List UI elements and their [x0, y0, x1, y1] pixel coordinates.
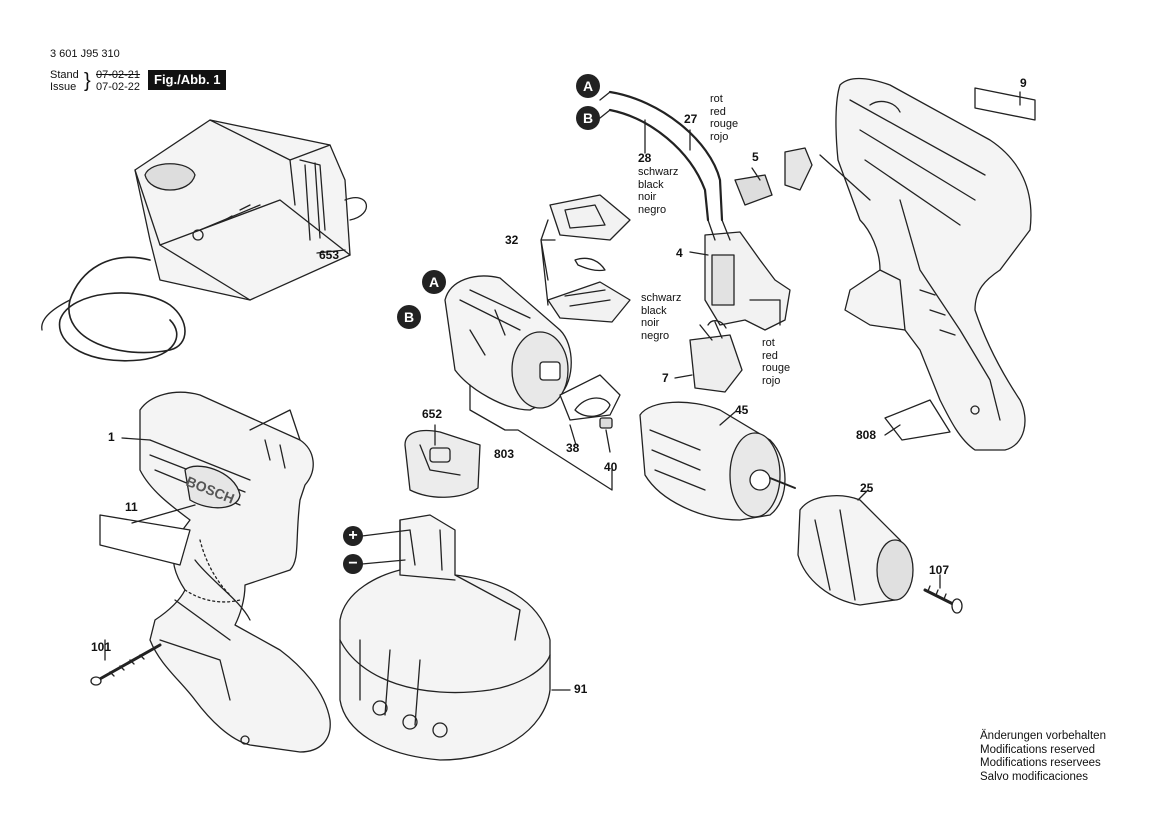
wire-label-red-top: rot red rouge rojo [710, 93, 738, 143]
stand-date: 07-02-21 [96, 69, 141, 81]
part-number-808: 808 [856, 428, 877, 442]
gearbox-drawing [639, 401, 796, 521]
connector-b-badge-top: B [576, 106, 600, 130]
modifications-note: Änderungen vorbehalten Modifications res… [980, 730, 1106, 784]
wire-label-line: schwarz [638, 166, 679, 178]
part-number-45: 45 [735, 403, 749, 417]
wire-label-line: noir [641, 317, 660, 329]
note-line: Salvo modificaciones [980, 770, 1089, 783]
parts-32-drawing [547, 194, 631, 323]
part-number-107: 107 [929, 563, 950, 577]
wire-label-line: rouge [710, 118, 739, 130]
screw-101-drawing [90, 643, 162, 686]
part-number-32: 32 [505, 233, 519, 247]
label-card-9 [974, 87, 1036, 121]
label-card-11 [99, 514, 191, 566]
connector-a-badge-motor: A [422, 270, 446, 294]
wire-label-black-switch: schwarz black noir negro [641, 292, 681, 342]
trigger-5-drawing [734, 147, 813, 206]
part-number-38: 38 [566, 441, 580, 455]
label-card-808 [884, 399, 951, 441]
wire-label-line: red [762, 349, 778, 362]
part-number-11: 11 [125, 500, 138, 514]
motor-drawing [444, 275, 572, 411]
wire-label-line: red [710, 105, 726, 118]
part-number-40: 40 [604, 460, 618, 474]
part-number-653: 653 [319, 248, 340, 262]
wire-label-black-top: schwarz black noir negro [638, 166, 678, 216]
figure-label: Fig./Abb. 1 [148, 70, 227, 90]
wire-label-line: noir [638, 191, 657, 203]
part-number-101: 101 [91, 640, 112, 654]
wire-label-line: black [641, 304, 667, 317]
charger-drawing [41, 119, 368, 362]
part-number-27: 27 [684, 112, 698, 126]
part-number-25: 25 [860, 481, 874, 495]
minus-terminal-icon: − [343, 554, 363, 574]
connector-b-badge-motor: B [397, 305, 421, 329]
part-7-drawing [689, 320, 743, 393]
note-line: Modifications reserved [980, 743, 1096, 756]
housing-left-drawing [139, 391, 331, 753]
wire-27 [608, 90, 724, 222]
connector-a-badge-top: A [576, 74, 600, 98]
part-number-9: 9 [1020, 76, 1027, 90]
wire-label-line: negro [638, 203, 667, 216]
part-number-4: 4 [676, 246, 683, 260]
wire-label-line: negro [641, 329, 670, 342]
wire-label-line: rot [710, 93, 723, 105]
wire-label-line: rot [762, 337, 775, 349]
wire-label-line: schwarz [641, 292, 682, 304]
brace-glyph: } [84, 70, 91, 92]
housing-right-drawing [835, 77, 1032, 451]
part-number-28: 28 [638, 151, 652, 165]
wire-label-line: rojo [710, 130, 729, 143]
part-number-803: 803 [494, 447, 515, 461]
chuck-drawing [797, 495, 914, 606]
issue-date: 07-02-22 [96, 81, 141, 93]
note-line: Modifications reservees [980, 757, 1101, 769]
wire-label-line: rojo [762, 374, 781, 387]
screw-107-drawing [923, 585, 963, 614]
part-number-7: 7 [662, 371, 669, 385]
battery-drawing [339, 514, 551, 761]
wire-label-line: rouge [762, 362, 791, 374]
part-number-652: 652 [422, 407, 443, 421]
note-line: Änderungen vorbehalten [980, 730, 1106, 742]
wire-28 [608, 108, 710, 222]
contact-652-drawing [404, 429, 481, 498]
part-number-1: 1 [108, 430, 115, 444]
switch-4-drawing [704, 231, 791, 331]
plus-terminal-icon: + [343, 526, 363, 546]
part-number-91: 91 [574, 682, 588, 696]
screw-40-drawing [599, 417, 613, 429]
part-number-5: 5 [752, 150, 759, 164]
issue-label: Issue [50, 81, 77, 93]
wire-label-red-switch: rot red rouge rojo [762, 337, 790, 387]
doc-number: 3 601 J95 310 [50, 48, 120, 60]
stand-label: Stand [50, 69, 79, 81]
wire-label-line: black [638, 178, 664, 191]
